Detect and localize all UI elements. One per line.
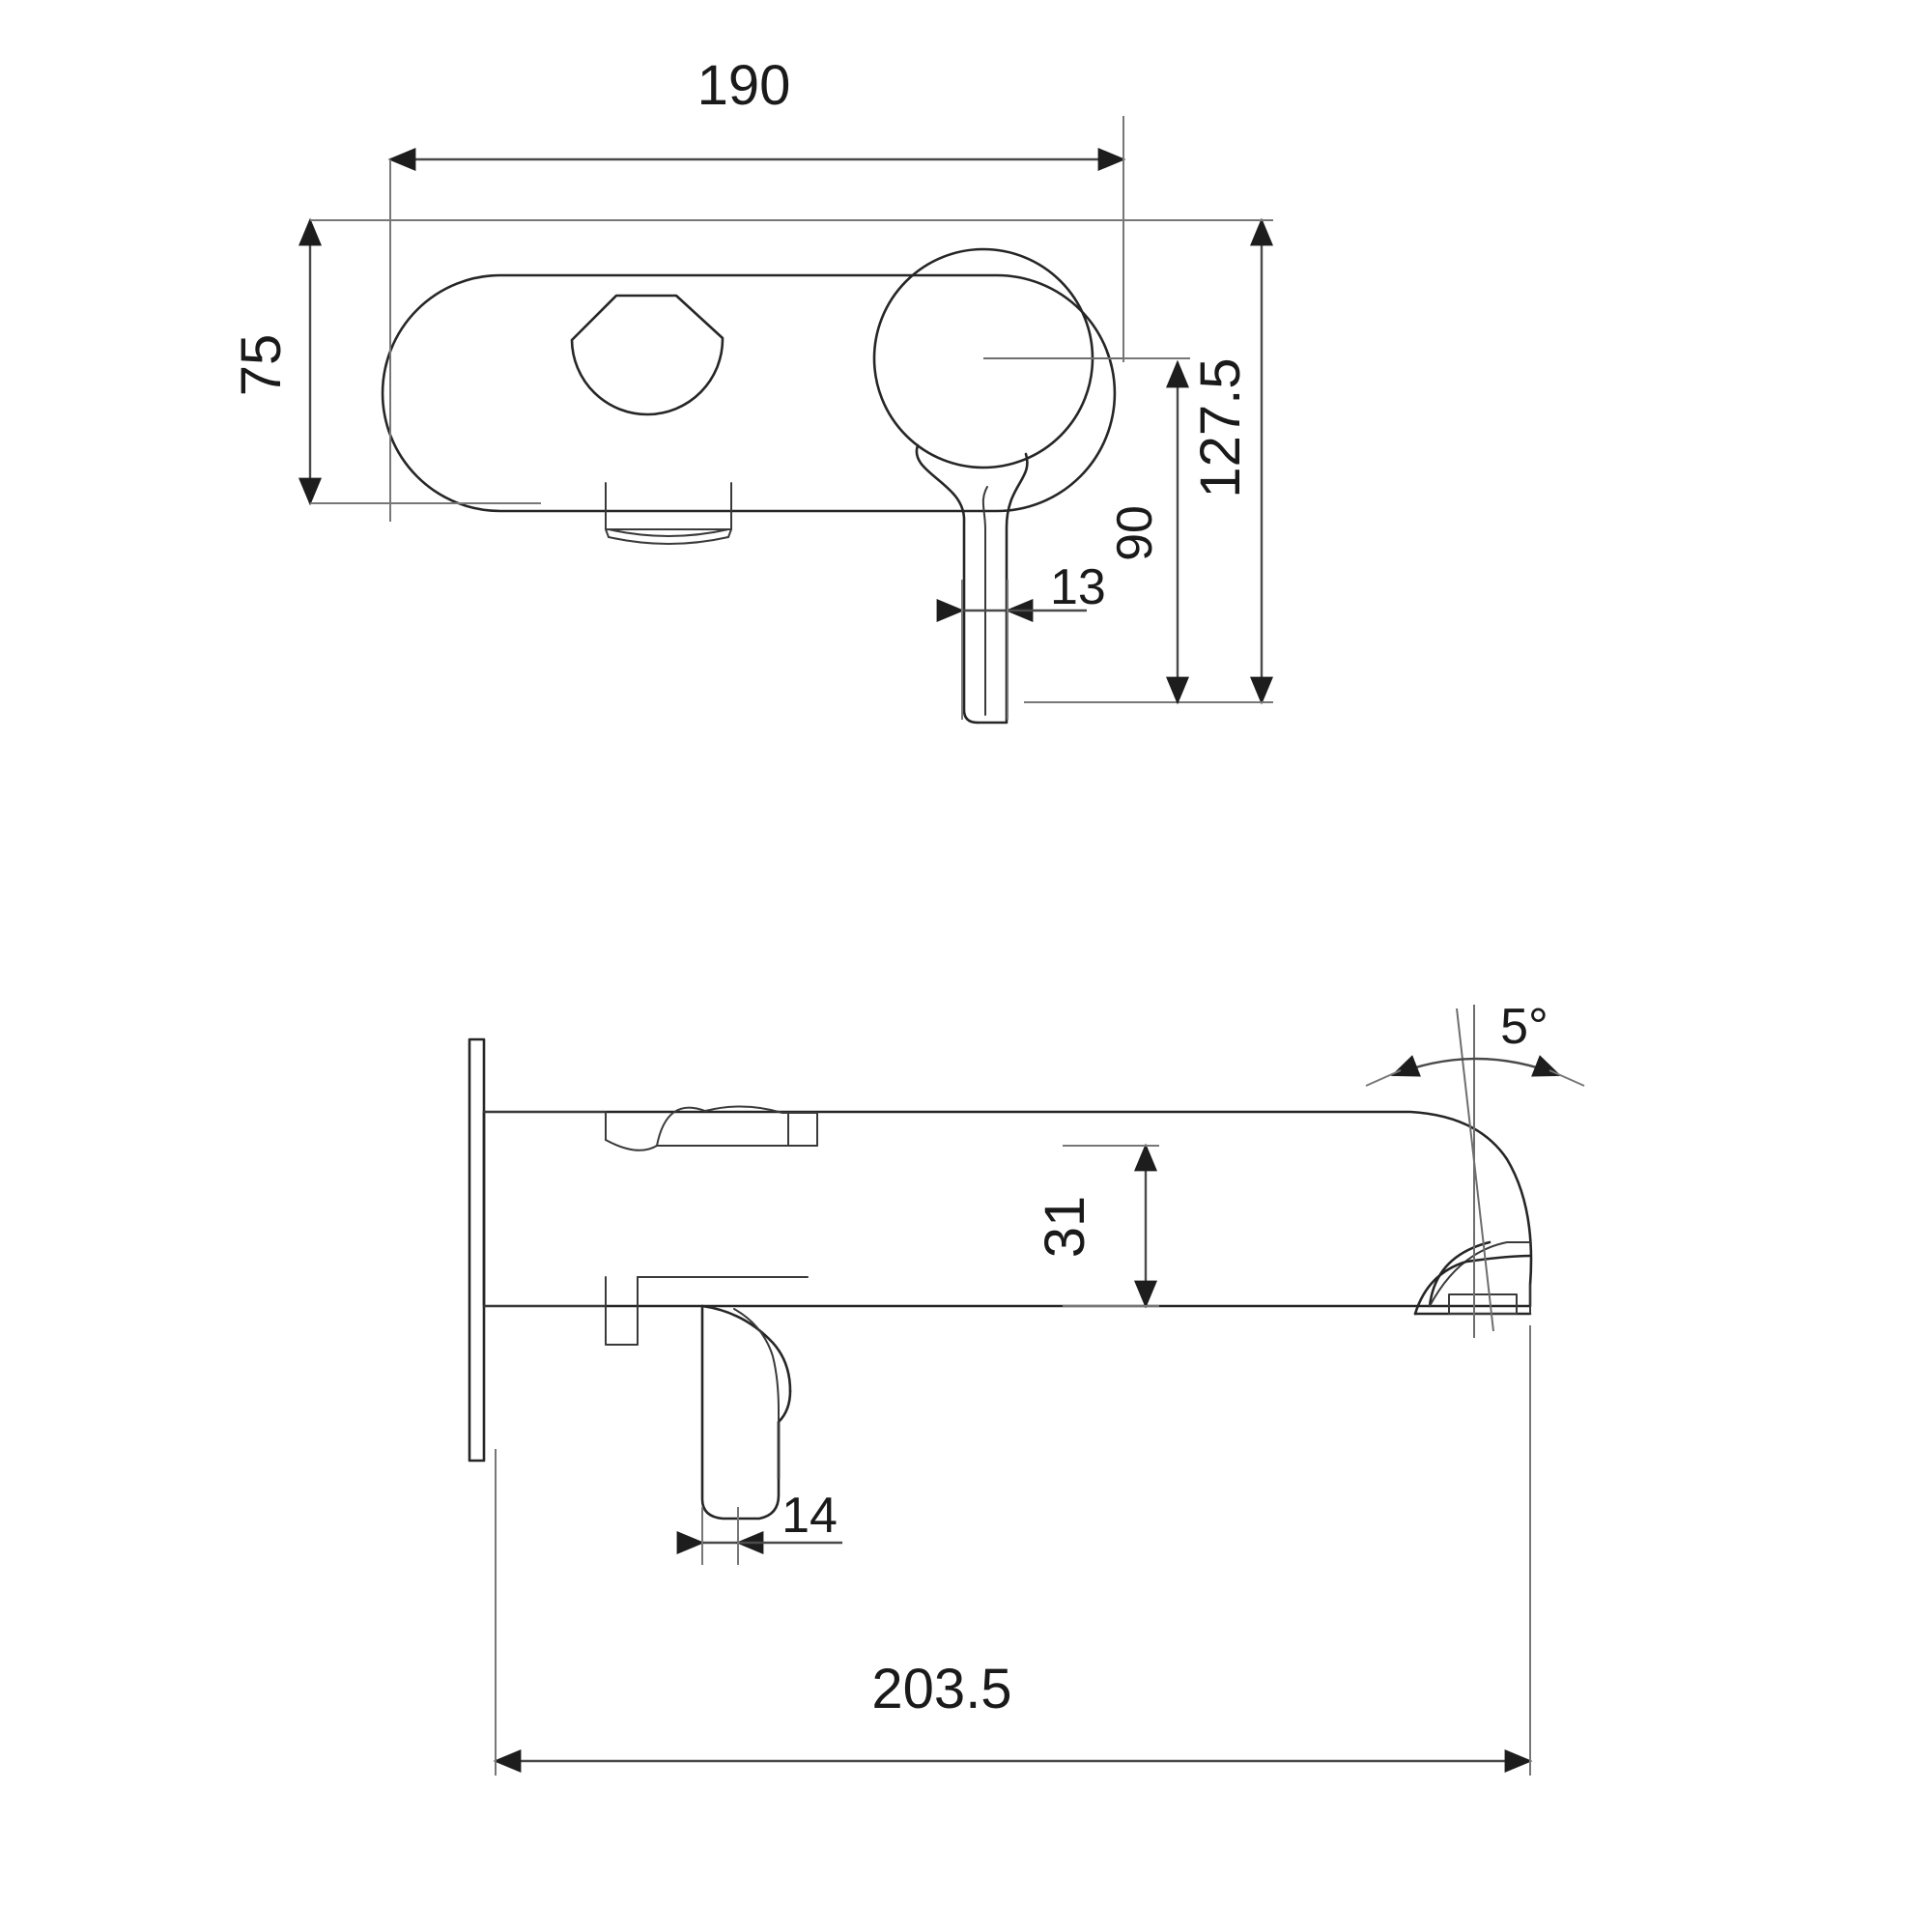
side-view-group [468,1005,1533,1520]
spout-outline [872,247,1094,724]
dimension-label-75: 75 [230,334,293,397]
wall-mount-plate [468,1037,486,1463]
wall-plate-outline [381,273,1117,513]
lever-handle-outline [570,294,732,545]
handle-mount-top [483,1105,818,1151]
dimension-13 [936,580,1087,720]
dimension-190 [387,116,1126,522]
dimension-labels: 190 75 127.5 90 13 5° 31 14 203.5 [230,54,1548,1720]
dimension-14 [676,1507,842,1565]
dimension-label-190: 190 [697,54,791,117]
front-view-group [381,247,1117,724]
dimension-label-31: 31 [1034,1196,1096,1259]
lever-handle-side [483,1276,809,1520]
dimension-label-5-degrees: 5° [1500,999,1548,1055]
dimension-label-203-5: 203.5 [871,1658,1011,1720]
outlet-centerlines [1456,1005,1494,1338]
dimension-75 [298,217,1123,506]
dimension-127-5 [1024,217,1273,705]
dimension-label-13: 13 [1050,559,1106,615]
spout-body-side [482,1110,1533,1308]
spout-outlet [1413,1240,1532,1316]
dimension-5-degrees [1365,1055,1585,1087]
dimension-31 [1063,1143,1159,1309]
dimension-label-14: 14 [781,1488,838,1544]
dimension-203-5 [493,1325,1533,1776]
dimension-label-127-5: 127.5 [1189,357,1252,497]
dimension-label-90: 90 [1107,505,1163,561]
